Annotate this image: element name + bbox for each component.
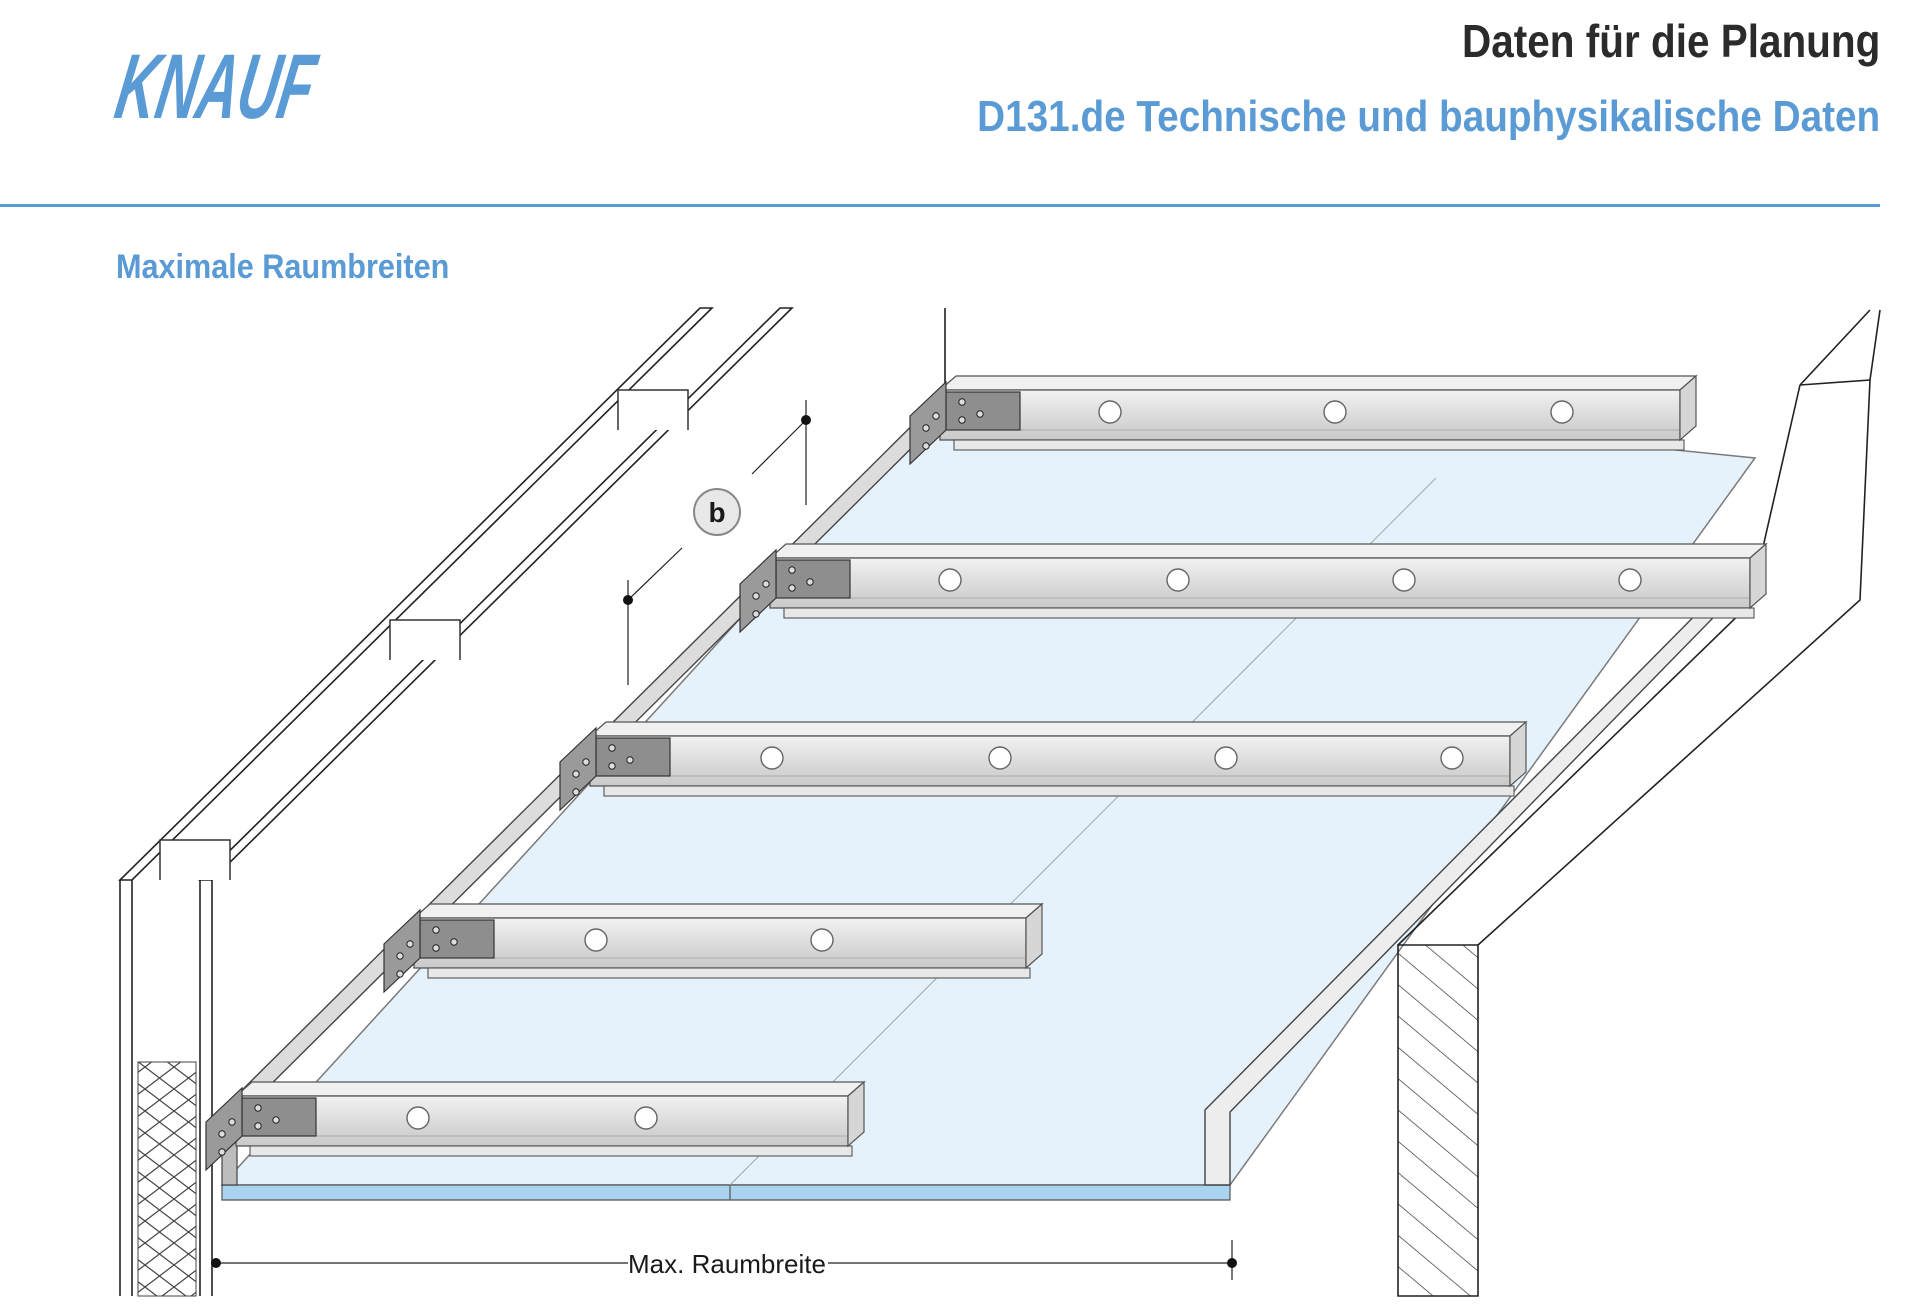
profile-1 bbox=[909, 374, 1698, 466]
profile-hole bbox=[1166, 568, 1190, 592]
profile-4 bbox=[383, 902, 1044, 994]
profile-3 bbox=[559, 720, 1528, 812]
profile-hole bbox=[938, 568, 962, 592]
profile-hole bbox=[810, 928, 834, 952]
profile-hole bbox=[1440, 746, 1464, 770]
page-title: Daten für die Planung bbox=[1461, 15, 1880, 67]
profile-2 bbox=[739, 542, 1768, 634]
profile-hole bbox=[584, 928, 608, 952]
profile-hole bbox=[1550, 400, 1574, 424]
left-wall bbox=[118, 307, 794, 1297]
dimension-b-label: b bbox=[708, 497, 725, 528]
right-wall bbox=[1204, 309, 1881, 1297]
profile-hole bbox=[760, 746, 784, 770]
dimension-b-badge bbox=[693, 488, 741, 536]
header-divider bbox=[0, 204, 1880, 207]
profile-hole bbox=[406, 1106, 430, 1130]
logo-text: KNAUF bbox=[112, 35, 322, 138]
ceiling-profiles bbox=[205, 374, 1768, 1172]
profile-hole bbox=[1098, 400, 1122, 424]
profile-hole bbox=[988, 746, 1012, 770]
max-room-width-label: Max. Raumbreite bbox=[628, 1249, 826, 1279]
hanger-bracket bbox=[419, 919, 495, 959]
section-title: Maximale Raumbreiten bbox=[116, 248, 450, 286]
hanger-bracket bbox=[945, 391, 1021, 431]
profile-5 bbox=[205, 1080, 866, 1172]
profile-hole bbox=[1214, 746, 1238, 770]
hanger-bracket bbox=[775, 559, 851, 599]
profile-hole bbox=[634, 1106, 658, 1130]
hanger-bracket bbox=[241, 1097, 317, 1137]
profile-hole bbox=[1618, 568, 1642, 592]
profile-hole bbox=[1323, 400, 1347, 424]
dimension-max-room-width: Max. Raumbreite bbox=[211, 1240, 1237, 1280]
dimension-b: b bbox=[623, 400, 811, 685]
knauf-logo: KNAUF bbox=[112, 35, 322, 138]
profile-hole bbox=[1392, 568, 1416, 592]
page-subtitle: D131.de Technische und bauphysikalische … bbox=[976, 92, 1880, 141]
hanger-bracket bbox=[595, 737, 671, 777]
